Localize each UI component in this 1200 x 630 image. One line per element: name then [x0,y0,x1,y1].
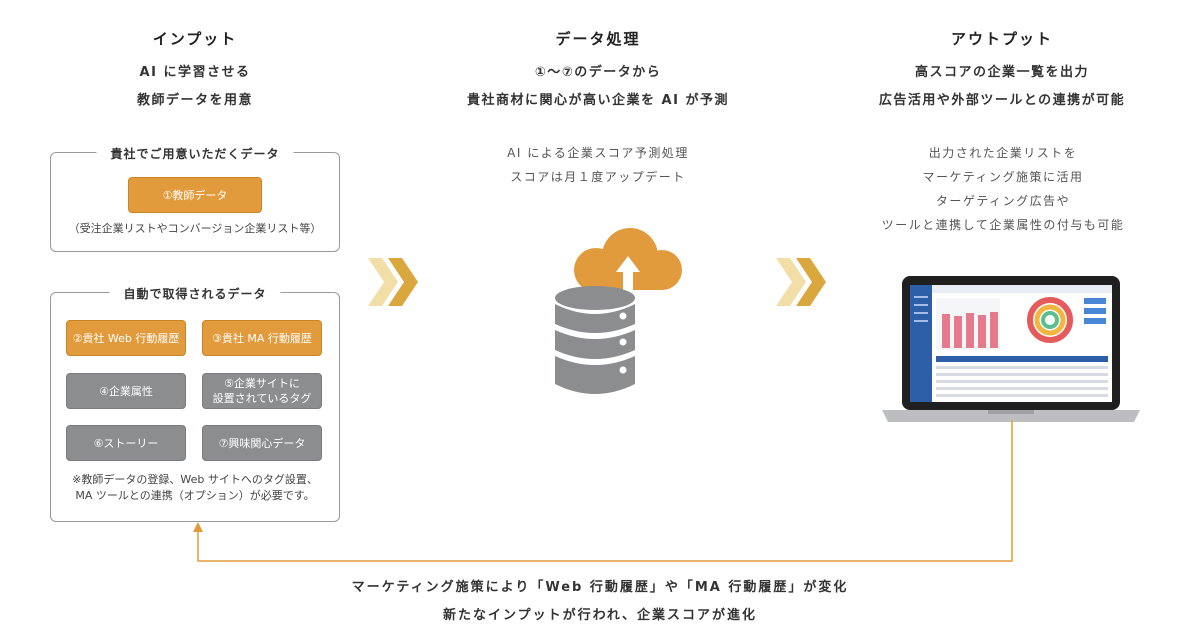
processing-desc: AI による企業スコア予測処理 スコアは月１度アップデート [448,141,748,189]
site-tags-line-1: ⑤企業サイトに [224,377,300,390]
output-title: アウトプット [950,30,1053,48]
auto-data-panel: 自動で取得されるデータ ②貴社 Web 行動履歴 ③貴社 MA 行動履歴 ④企業… [50,285,340,522]
processing-desc-line-2: スコアは月１度アップデート [510,170,686,184]
auto-data-note-line-1: ※教師データの登録、Web サイトへのタグ設置、 [72,473,318,486]
input-line-1: AI に学習させる [139,65,251,80]
output-desc-line-4: ツールと連携して企業属性の付与も可能 [881,218,1125,232]
auto-data-title: 自動で取得されるデータ [109,285,281,302]
provided-data-note: （受注企業リストやコンバージョン企業リスト等） [68,222,322,235]
teacher-data-box: ①教師データ [128,177,262,213]
provided-data-title: 貴社でご用意いただくデータ [96,145,294,162]
site-tags-line-2: 設置されているタグ [212,392,312,405]
chevron-arrow-icon [368,258,418,306]
auto-data-note-line-2: MA ツールとの連携（オプション）が必要です。 [75,489,315,502]
output-line-1: 高スコアの企業一覧を出力 [914,65,1089,80]
cloud-upload-icon [574,228,682,296]
web-history-box: ②貴社 Web 行動履歴 [66,320,186,356]
chevron-arrow-icon [776,258,826,306]
database-icon [555,286,635,394]
processing-line-1: ①～⑦のデータから [534,65,662,80]
input-header: インプット AI に学習させる 教師データを用意 [15,28,375,115]
site-tags-box: ⑤企業サイトに 設置されているタグ [202,373,322,409]
auto-data-note: ※教師データの登録、Web サイトへのタグ設置、 MA ツールとの連携（オプショ… [51,472,339,504]
story-box: ⑥ストーリー [66,425,186,461]
laptop-icon [882,276,1140,422]
processing-desc-line-1: AI による企業スコア予測処理 [507,146,689,160]
processing-title: データ処理 [555,30,641,48]
output-desc-line-1: 出力された企業リストを [928,146,1078,160]
processing-line-2: 貴社商材に関心が高い企業を AI が予測 [467,93,729,108]
output-desc-line-2: マーケティング施策に活用 [922,170,1084,184]
ma-history-box: ③貴社 MA 行動履歴 [202,320,322,356]
processing-header: データ処理 ①～⑦のデータから 貴社商材に関心が高い企業を AI が予測 [418,28,778,115]
output-header: アウトプット 高スコアの企業一覧を出力 広告活用や外部ツールとの連携が可能 [822,28,1182,115]
feedback-text: マーケティング施策により「Web 行動履歴」や「MA 行動履歴」が変化 新たなイ… [200,574,1000,630]
input-line-2: 教師データを用意 [136,93,253,108]
feedback-loop-arrow [193,420,1013,562]
provided-data-panel: 貴社でご用意いただくデータ ①教師データ （受注企業リストやコンバージョン企業リ… [50,145,340,252]
company-attributes-box: ④企業属性 [66,373,186,409]
output-desc-line-3: ターゲティング広告や [935,194,1071,208]
feedback-line-1: マーケティング施策により「Web 行動履歴」や「MA 行動履歴」が変化 [351,580,849,595]
output-line-2: 広告活用や外部ツールとの連携が可能 [878,93,1126,108]
input-title: インプット [152,30,238,48]
feedback-line-2: 新たなインプットが行われ、企業スコアが進化 [442,608,758,623]
output-desc: 出力された企業リストを マーケティング施策に活用 ターゲティング広告や ツールと… [862,141,1144,237]
interest-data-box: ⑦興味関心データ [202,425,322,461]
